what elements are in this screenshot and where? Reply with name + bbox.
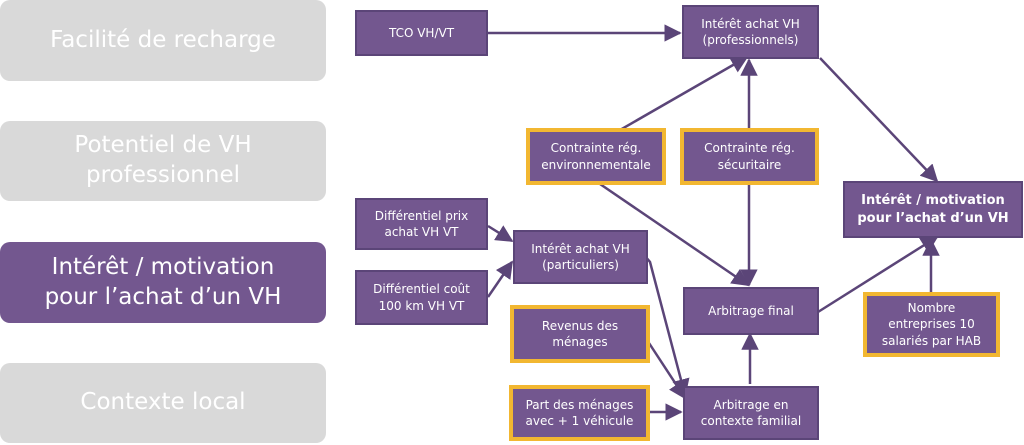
node-contrainte-env: Contrainte rég. environnementale [526, 128, 666, 185]
arrow-interet-pro-to-motivation [819, 57, 939, 183]
arrow-interet-part-to-familial [644, 255, 690, 397]
node-revenus: Revenus des ménages [510, 305, 650, 363]
node-interet-pro: Intérêt achat VH (professionnels) [682, 5, 819, 59]
sidebar-item-contexte-local[interactable]: Contexte local [0, 363, 326, 443]
arrow-diff-prix-to-interet-part [487, 224, 514, 243]
arrow-contrainte-env-to-interet-pro [619, 55, 749, 132]
node-tco: TCO VH/VT [355, 10, 488, 56]
arrow-contrainte-env-to-arbitrage [599, 182, 750, 287]
arrow-diff-cout-to-interet-part [486, 260, 514, 298]
node-part-menages: Part des ménages avec + 1 véhicule [509, 385, 650, 441]
node-diff-prix: Différentiel prix achat VH VT [355, 198, 488, 250]
node-interet-part: Intérêt achat VH (particuliers) [513, 230, 648, 284]
sidebar-item-interet-motivation[interactable]: Intérêt / motivation pour l’achat d’un V… [0, 242, 326, 323]
node-diff-cout: Différentiel coût 100 km VH VT [355, 270, 488, 325]
sidebar-item-label: Potentiel de VH professionnel [74, 132, 252, 188]
node-contrainte-sec: Contrainte rég. sécuritaire [680, 128, 819, 185]
sidebar-item-potentiel-vh[interactable]: Potentiel de VH professionnel [0, 121, 326, 201]
node-nombre-entreprises: Nombre entreprises 10 salariés par HAB [863, 292, 1000, 357]
sidebar-item-facilite-recharge[interactable]: Facilité de recharge [0, 0, 326, 81]
node-arbitrage-final: Arbitrage final [683, 287, 819, 335]
arrow-arbitrage-to-motivation [817, 235, 939, 314]
sidebar-item-label: Contexte local [80, 389, 246, 416]
arrow-revenus-to-familial [645, 339, 687, 400]
sidebar-item-label: Intérêt / motivation pour l’achat d’un V… [44, 253, 282, 310]
node-arbitrage-familial: Arbitrage en contexte familial [683, 386, 819, 440]
sidebar-item-label: Facilité de recharge [50, 26, 276, 53]
node-motivation: Intérêt / motivation pour l’achat d’un V… [843, 181, 1023, 238]
